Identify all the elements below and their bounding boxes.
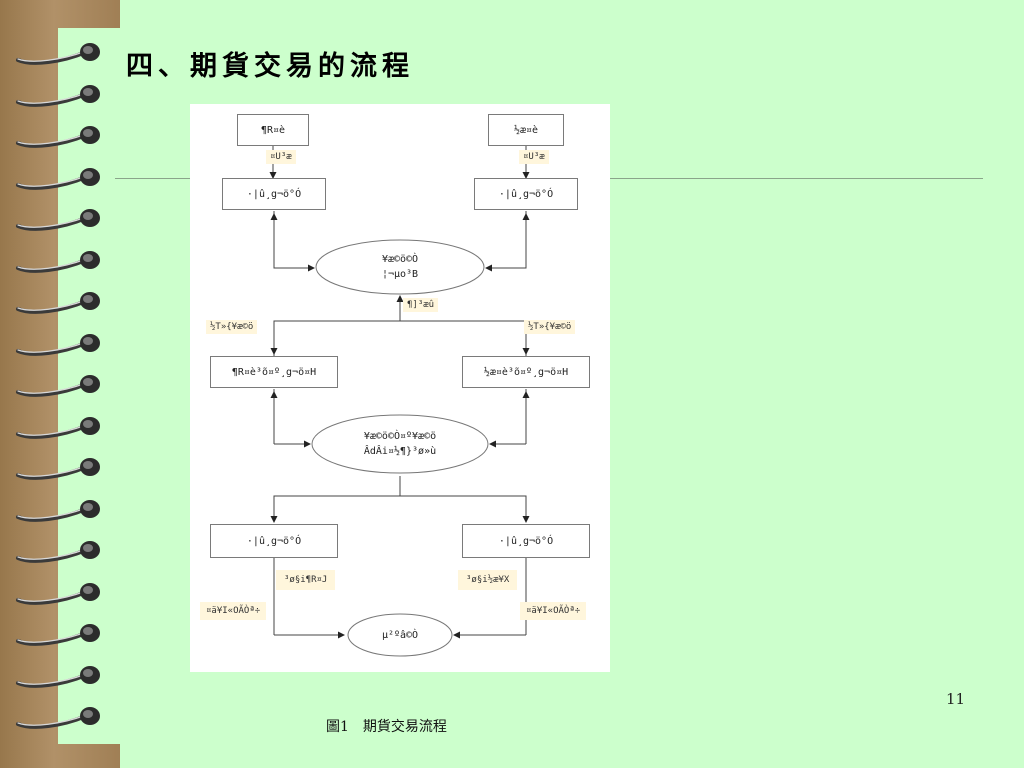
- trading-floor-label: ¥æ©ö©Ò¤º¥æ©ö ÂdÂi¤½¶}³ø»ù: [312, 415, 488, 473]
- spiral-ring: [16, 375, 100, 397]
- page-number: 11: [946, 690, 966, 708]
- spiral-ring: [16, 541, 100, 563]
- spiral-ring: [16, 209, 100, 231]
- exchange-label-line2: ¦¬µo³B: [381, 269, 419, 280]
- spiral-ring: [16, 624, 100, 646]
- connector-floor-down: [273, 476, 401, 521]
- trading-floor-line1: ¥æ©ö©Ò¤º¥æ©ö: [363, 431, 437, 442]
- spiral-ring: [16, 84, 100, 107]
- trading-floor-line2: ÂdÂi¤½¶}³ø»ù: [363, 446, 437, 457]
- trading-floor-ellipse: [311, 414, 489, 474]
- buyer-box: ¶R¤è: [237, 114, 309, 146]
- figure-caption: 圖1 期貨交易流程: [326, 719, 447, 735]
- spiral-ring: [16, 499, 100, 522]
- confirm-tag-right: ½T»{¥æ©ö: [524, 320, 576, 334]
- connector-branch: [273, 320, 527, 356]
- seller-box: ½æ¤è: [488, 114, 564, 146]
- order-tag-right: ¤U³æ: [519, 150, 549, 164]
- flowchart-connectors: [269, 146, 530, 657]
- spiral-ring: [16, 333, 100, 356]
- clearing-house-label: µ²ºâ©Ò: [348, 614, 452, 656]
- slide-title: 四、期貨交易的流程: [126, 51, 414, 82]
- spiral-ring: [16, 43, 100, 65]
- spiral-ring: [16, 582, 100, 605]
- connector-right-top: [486, 211, 527, 269]
- spiral-ring: [16, 416, 100, 439]
- runner-tag: ¶]³æ­û: [403, 298, 439, 312]
- spiral-ring: [16, 665, 100, 688]
- member-broker-left-top: ·|­û¸g¬ö°Ó: [222, 178, 326, 210]
- member-broker-right-bottom: ·|­û¸g¬ö°Ó: [462, 524, 590, 558]
- order-tag-left: ¤U³æ: [266, 150, 296, 164]
- member-broker-left-bottom: ·|­û¸g¬ö°Ó: [210, 524, 338, 558]
- connector-left-top: [273, 211, 314, 269]
- exchange-label: ¥æ©ö©Ò ¦¬µo³B: [316, 240, 484, 294]
- spiral-ring: [16, 250, 100, 273]
- spiral-ring: [16, 707, 100, 729]
- spiral-ring: [16, 126, 100, 148]
- seller-floor-broker-box: ½æ¤è³õ¤º¸g¬ö¤H: [462, 356, 590, 388]
- confirm-tag-left: ½T»{¥æ©ö: [206, 320, 258, 334]
- flowchart-panel: ¶R¤è ½æ¤è ¤U³æ ¤U³æ ·|­û¸g¬ö°Ó ·|­û¸g¬ö°…: [190, 104, 610, 672]
- report-sell-tag: ³ø§i½æ¥X: [458, 570, 518, 590]
- margin-tag-left: ¤ä¥I«OÃÒª÷: [200, 602, 267, 620]
- report-buy-tag: ³ø§i¶R¤J: [276, 570, 336, 590]
- clearing-house-text: µ²ºâ©Ò: [381, 629, 419, 641]
- exchange-ellipse: [315, 239, 485, 295]
- clearing-house-ellipse: [347, 613, 453, 657]
- spiral-ring: [16, 167, 100, 190]
- spiral-ring: [16, 458, 100, 480]
- member-broker-right-top: ·|­û¸g¬ö°Ó: [474, 178, 578, 210]
- exchange-label-line1: ¥æ©ö©Ò: [381, 254, 419, 265]
- buyer-floor-broker-box: ¶R¤è³õ¤º¸g¬ö¤H: [210, 356, 338, 388]
- spiral-ring: [16, 292, 100, 314]
- margin-tag-right: ¤ä¥I«OÃÒª÷: [520, 602, 587, 620]
